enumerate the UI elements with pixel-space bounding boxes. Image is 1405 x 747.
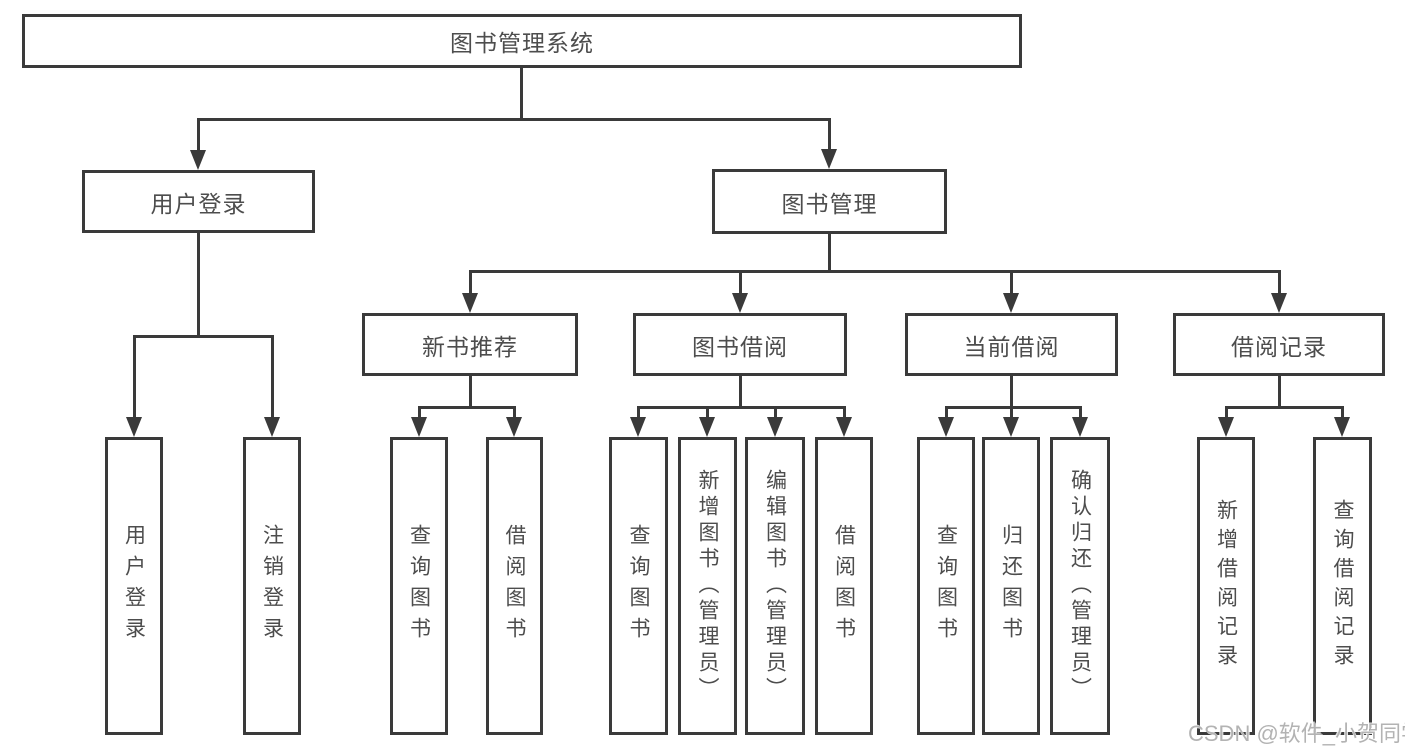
arrowhead-icon [126, 417, 142, 437]
connector-drop [706, 406, 709, 418]
node-current-borrow: 当前借阅 [905, 313, 1118, 376]
leaf-return-book: 归还图书 [982, 437, 1040, 735]
arrowhead-icon [190, 150, 206, 170]
connector-new-book-stub [469, 376, 472, 408]
node-root: 图书管理系统 [22, 14, 1022, 68]
connector-borrow-record-stub [1278, 376, 1281, 408]
connector-drop [774, 406, 777, 418]
connector-drop [1341, 406, 1344, 418]
arrowhead-icon [1072, 417, 1088, 437]
arrowhead-icon [411, 417, 427, 437]
leaf-query-book-2: 查询图书 [609, 437, 668, 735]
node-book-mgmt: 图书管理 [712, 169, 947, 234]
connector-current-borrow-bar [945, 406, 1081, 409]
connector-drop-book-borrow [739, 270, 742, 294]
arrowhead-icon [506, 417, 522, 437]
connector-drop [1079, 406, 1082, 418]
leaf-edit-book-admin: 编辑图书（管理员） [745, 437, 805, 735]
leaf-borrow-book-2: 借阅图书 [815, 437, 873, 735]
node-user-login: 用户登录 [82, 170, 315, 233]
connector-book-borrow-stub [739, 376, 742, 408]
connector-book-borrow-bar [637, 406, 845, 409]
connector-current-borrow-stub [1010, 376, 1013, 408]
node-borrow-record: 借阅记录 [1173, 313, 1385, 376]
leaf-add-book-admin: 新增图书（管理员） [678, 437, 737, 735]
connector-drop-user-login [197, 118, 200, 151]
connector-new-book-bar [418, 406, 515, 409]
connector-drop [1225, 406, 1228, 418]
arrowhead-icon [630, 417, 646, 437]
leaf-add-borrow-record: 新增借阅记录 [1197, 437, 1255, 735]
arrowhead-icon [1003, 293, 1019, 313]
arrowhead-icon [732, 293, 748, 313]
leaf-user-login: 用户登录 [105, 437, 163, 735]
connector-book-mgmt-stub [828, 234, 831, 272]
connector-drop-login [133, 335, 136, 418]
connector-drop-current-borrow [1010, 270, 1013, 294]
connector-level3-bar [469, 270, 1281, 273]
connector-drop-borrow-record [1278, 270, 1281, 294]
arrowhead-icon [767, 417, 783, 437]
leaf-borrow-book-1: 借阅图书 [486, 437, 543, 735]
arrowhead-icon [821, 149, 837, 169]
node-new-book: 新书推荐 [362, 313, 578, 376]
connector-drop [1010, 406, 1013, 418]
leaf-query-book-3: 查询图书 [917, 437, 975, 735]
connector-drop [513, 406, 516, 418]
connector-drop-logout [271, 335, 274, 418]
connector-borrow-record-bar [1225, 406, 1343, 409]
connector-drop [637, 406, 640, 418]
connector-drop [843, 406, 846, 418]
arrowhead-icon [1218, 417, 1234, 437]
arrowhead-icon [1334, 417, 1350, 437]
connector-drop-book-mgmt [828, 118, 831, 151]
connector-root-stub [520, 68, 523, 120]
csdn-watermark: CSDN @软件_小贺同学 [1188, 721, 1405, 746]
connector-drop [418, 406, 421, 418]
arrowhead-icon [1271, 293, 1287, 313]
leaf-logout: 注销登录 [243, 437, 301, 735]
connector-level1-bar [197, 118, 830, 121]
leaf-confirm-return-admin: 确认归还（管理员） [1050, 437, 1110, 735]
connector-user-login-stub [197, 233, 200, 337]
connector-user-login-bar [133, 335, 274, 338]
arrowhead-icon [462, 293, 478, 313]
leaf-query-book-1: 查询图书 [390, 437, 448, 735]
arrowhead-icon [264, 417, 280, 437]
connector-drop-new-book [469, 270, 472, 294]
arrowhead-icon [699, 417, 715, 437]
leaf-query-borrow-record: 查询借阅记录 [1313, 437, 1372, 735]
node-book-borrow: 图书借阅 [633, 313, 847, 376]
connector-drop [945, 406, 948, 418]
arrowhead-icon [938, 417, 954, 437]
arrowhead-icon [836, 417, 852, 437]
arrowhead-icon [1003, 417, 1019, 437]
